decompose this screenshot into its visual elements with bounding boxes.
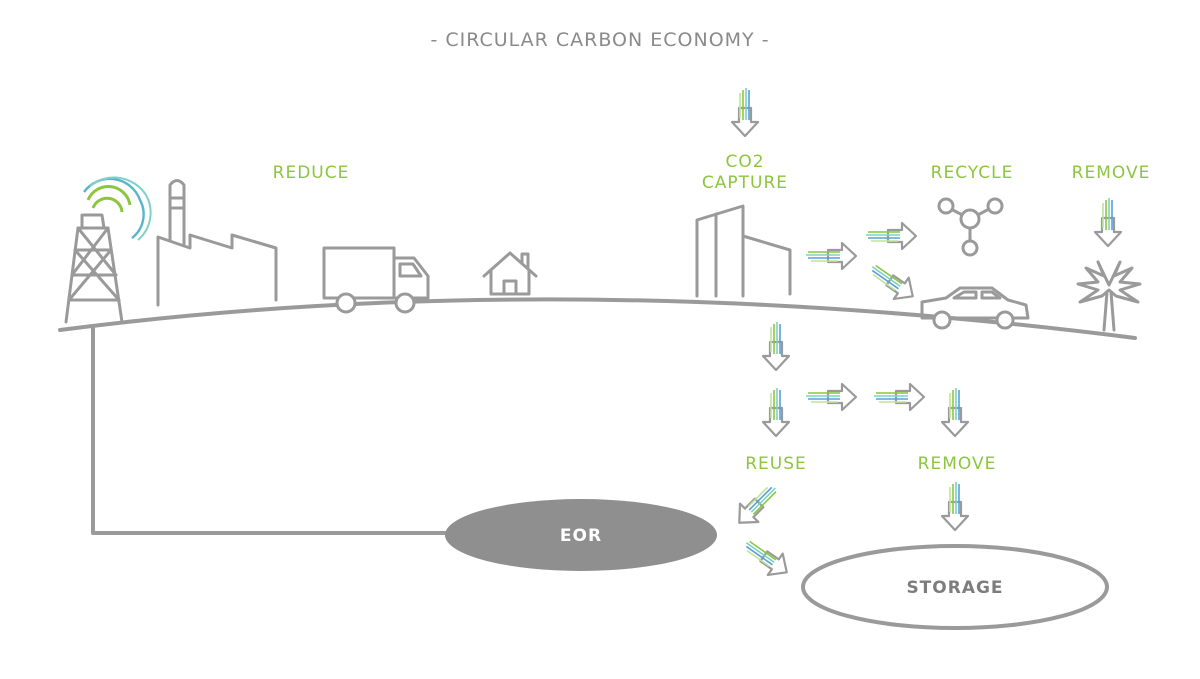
label-recycle: RECYCLE <box>931 163 1014 183</box>
co2-arrow-icon <box>728 86 1123 585</box>
house-icon <box>482 251 538 296</box>
car-icon <box>920 286 1030 330</box>
eor-label: EOR <box>560 526 602 546</box>
molecule-icon <box>937 197 1004 257</box>
eor-reservoir <box>445 499 717 571</box>
palm-tree-icon <box>1076 260 1142 332</box>
building-icon <box>695 204 792 298</box>
oil-rig-icon <box>64 176 152 324</box>
label-remove-bottom: REMOVE <box>918 454 997 474</box>
factory-icon <box>156 179 278 307</box>
label-reduce: REDUCE <box>273 163 350 183</box>
ground-line <box>58 297 1137 340</box>
storage-reservoir <box>801 544 1109 630</box>
storage-label: STORAGE <box>906 578 1003 598</box>
label-capture: CAPTURE <box>702 173 788 193</box>
truck-icon <box>322 246 430 314</box>
label-reuse: REUSE <box>745 454 807 474</box>
label-co2: CO2 <box>725 152 764 172</box>
diagram-title: - CIRCULAR CARBON ECONOMY - <box>430 29 769 51</box>
label-remove-top: REMOVE <box>1072 163 1151 183</box>
pipeline <box>91 324 452 535</box>
